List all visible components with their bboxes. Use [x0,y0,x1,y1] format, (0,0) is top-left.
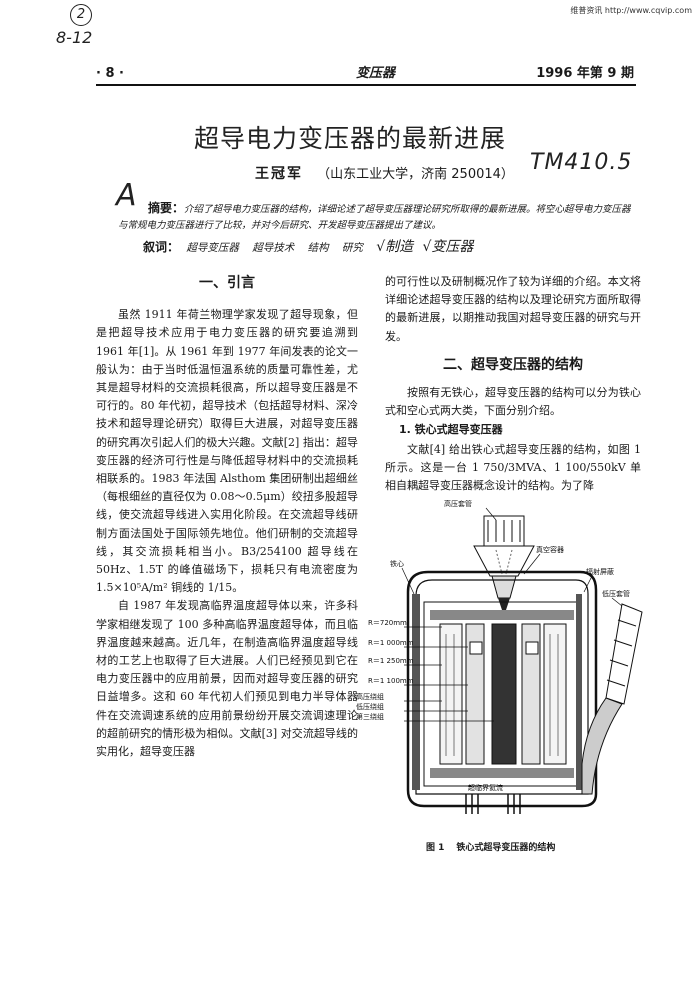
paragraph: 按照有无铁心，超导变压器的结构可以分为铁心式和空心式两大类，下面分别介绍。 [385,386,641,418]
paragraph: 的可行性以及研制概况作了较为详细的介绍。本文将详细论述超导变压器的结构以及理论研… [385,275,641,343]
handwritten-keyword: √变压器 [422,239,474,255]
handwritten-keyword: √制造 [376,239,414,255]
keyword: 超导变压器 [186,242,239,254]
label-core: 铁心 [390,559,404,568]
transformer-diagram: 高压套管 真空容器 铁心 辐射屏蔽 低压套管 R＝720mm R＝1 000mm… [356,499,643,814]
label-radiation-shield: 辐射屏蔽 [586,567,614,576]
issue-info: 1996 年第 9 期 [536,66,634,81]
label-third-winding: 第三绕组 [356,712,384,721]
watermark: 维普资讯 http://www.cqvip.com [570,6,692,15]
subsection-heading: 1. 铁心式超导变压器 [399,423,503,437]
figure-caption: 图 1 铁心式超导变压器的结构 [426,840,555,853]
right-column: 的可行性以及研制概况作了较为详细的介绍。本文将详细论述超导变压器的结构以及理论研… [385,273,641,495]
label-r2: R＝1 000mm [368,639,414,647]
label-helium: 超临界氦流 [468,783,503,792]
page-number: · 8 · [96,66,124,81]
figure-1: 高压套管 真空容器 铁心 辐射屏蔽 低压套管 R＝720mm R＝1 000mm… [356,494,656,834]
label-r4: R＝1 100mm [368,677,414,685]
label-lv-winding: 低压绕组 [356,702,384,711]
hv-bushing [473,515,535,616]
figure-caption-text: 铁心式超导变压器的结构 [456,843,556,853]
leader-lines [401,507,623,722]
keyword: 研究 [341,242,363,254]
running-header: · 8 · 变压器 1996 年第 9 期 [96,62,636,86]
handwritten-code: 8-12 [56,28,93,47]
handwritten-circled-number: 2 [70,4,92,26]
keywords-label: 叙词： [143,240,180,254]
article-title: 超导电力变压器的最新进展 [193,124,506,153]
section-heading: 一、引言 [199,275,255,291]
label-vacuum-vessel: 真空容器 [536,545,564,554]
keyword: 结构 [307,242,329,254]
label-hv-bushing: 高压套管 [444,499,472,508]
label-r3: R＝1 250mm [368,657,414,665]
author-line: 王冠军 （山东工业大学，济南 250014） [255,163,514,183]
author-affiliation: （山东工业大学，济南 250014） [317,167,514,182]
abstract-text: 介绍了超导电力变压器的结构，详细论述了超导变压器理论研究所取得的最新进展。将空心… [118,204,631,231]
abstract-label: 摘要： [148,201,185,215]
journal-name: 变压器 [356,66,396,81]
keyword: 超导技术 [252,242,295,254]
figure-number: 图 1 [426,843,445,853]
helium-flow [465,794,521,814]
windings [439,623,567,765]
paragraph: 虽然 1911 年荷兰物理学家发现了超导现象，但是把超导技术应用于电力变压器的研… [96,308,358,595]
author-name: 王冠军 [255,166,303,182]
paragraph: 文献[4] 给出铁心式超导变压器的结构，如图 1 所示。这是一台 1 750/3… [385,442,641,493]
left-column: 一、引言 虽然 1911 年荷兰物理学家发现了超导现象，但是把超导技术应用于电力… [96,272,358,761]
lv-bushing [581,603,643,795]
label-hv-winding: 高压绕组 [356,692,384,701]
abstract: 摘要：介绍了超导电力变压器的结构，详细论述了超导变压器理论研究所取得的最新进展。… [118,200,633,234]
keywords: 叙词： 超导变压器 超导技术 结构 研究 √制造 √变压器 [143,236,479,256]
iron-core [412,594,582,790]
handwritten-mark: A [116,178,137,213]
label-r1: R＝720mm [368,619,407,627]
section-heading: 二、超导变压器的结构 [443,356,583,373]
handwritten-classification: TM410.5 [530,150,633,175]
label-lv-bushing: 低压套管 [602,589,630,598]
paragraph: 自 1987 年发现高临界温度超导体以来，许多科学家相继发现了 100 多种高临… [96,599,358,759]
